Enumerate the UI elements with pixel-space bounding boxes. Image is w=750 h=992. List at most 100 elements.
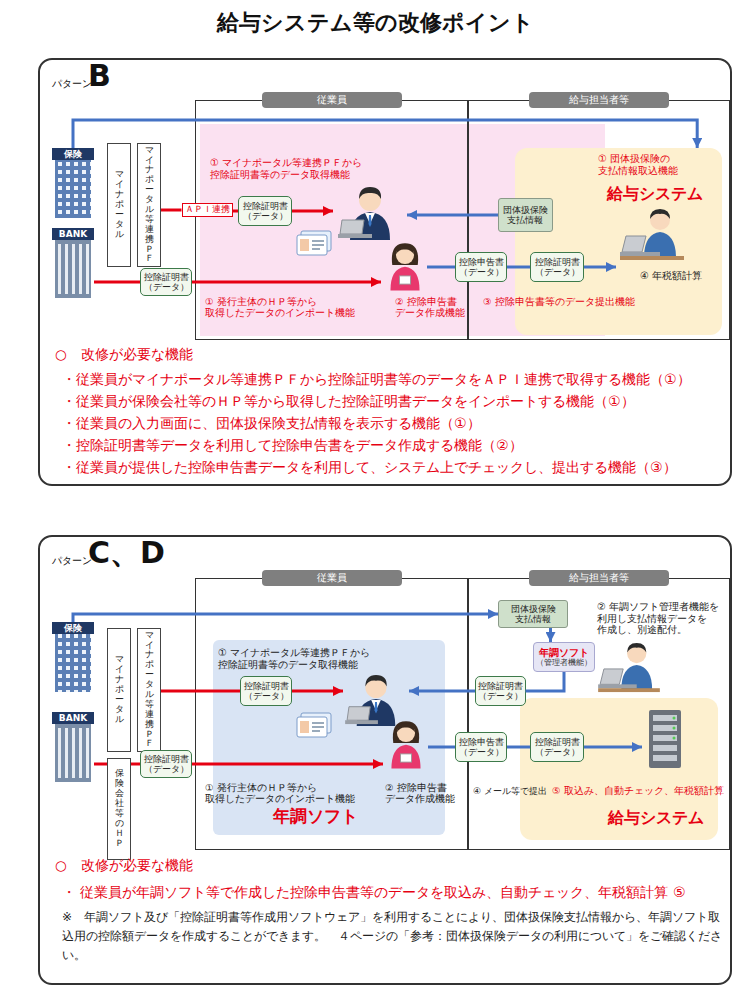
region-node: 従業員年調ソフト控除証明書（データ） [195,578,468,850]
people-illustration [390,243,419,290]
callout-text: ・従業員が保険会社等のＨＰ等から取得した控除証明書データをインポートする機能（①… [62,393,635,409]
yel-node: 給与システム控除証明書（データ） [520,698,718,840]
flow-arrows [584,746,642,749]
box-text: 控除証明書 [535,257,580,267]
panel-text: パターン [52,555,92,567]
box-text: 控除証明書 [144,272,189,282]
box-node: 控除申告書（データ） [455,732,507,762]
building-icons [55,160,91,218]
box-text: （データ） [535,267,580,277]
box-text: 控除申告書 [459,737,504,747]
callout-text: ② 控除申告書 データ作成機能 [395,297,465,319]
connector [73,614,498,622]
building-icons [55,724,91,782]
box-text: 控除証明書 [478,681,523,691]
box-node: 控除証明書（データ） [530,732,584,762]
flow-arrows [427,266,455,269]
box-text: （データ） [459,747,504,757]
panel-text: B [88,58,111,94]
people-illustration [297,231,331,255]
note-text: ① マイナポータル等連携ＰＦから 控除証明書等のデータ取得機能 [218,647,376,670]
soft-text: 年調ソフト [539,647,589,659]
region-text: 従業員 [262,570,402,586]
bldg-node: 保険 [52,148,94,218]
vbox-node: マイナポータル [107,143,131,267]
people-illustration [620,209,684,260]
vbox-text: 保険会社等のＨＰ [115,769,124,848]
connector [73,120,697,148]
building-icons [55,728,91,778]
note-text: ※ 年調ソフト及び「控除証明書等作成用ソフトウェア」を利用することにより、団体扱… [62,908,722,966]
bldg-node: BANK [52,712,94,782]
box-node: 控除証明書（データ） [238,196,292,226]
vbox-node: マイナポータル等連携ＰＦ [137,143,161,267]
building-icons [55,634,91,692]
connector [507,266,530,269]
box-text: （データ） [244,691,289,701]
vbox-node: 保険会社等のＨＰ [107,758,131,860]
box-node: 控除証明書（データ） [530,252,584,282]
building-icons [55,634,91,692]
gbox-node: 団体扱保険 支払情報 [498,198,553,232]
building-icons [55,240,91,298]
flow-arrows [292,690,343,693]
gbox-text: 団体扱保険 支払情報 [501,205,550,226]
panel-text: C、D [88,535,165,571]
box-text: 控除証明書 [243,201,288,211]
callout-text: ③ 控除申告書等のデータ提出機能 [483,297,635,308]
box-text: （データ） [144,764,189,774]
callout-text: ・従業員の入力画面に、団体扱保険支払情報を表示する機能（①） [62,415,481,431]
api-node: ＡＰＩ連携 [182,203,233,217]
gbox-text: 団体扱保険 支払情報 [509,604,558,625]
building-icons [55,244,91,294]
bldg-text: 保険 [52,148,94,160]
panel-text: パターン [52,78,92,90]
bldg-text: 保険 [52,622,94,634]
connector [131,763,140,766]
connector [507,746,530,749]
vbox-node: マイナポータル等連携ＰＦ [137,628,161,752]
api-text: ＡＰＩ連携 [185,205,230,215]
flow-arrows [409,690,475,693]
callout-text: ・従業員が提供した控除申告書データを利用して、システム上でチェックし、提出する機… [62,459,677,475]
page-title: 給与システム等の改修ポイント [0,10,750,36]
people-illustration [649,710,681,768]
note-text: ① 発行主体のＨＰ等から 取得したデータのインポート機能 [205,783,351,805]
note-text: ④ 年税額計算 [640,270,702,282]
box-node: 控除証明書（データ） [140,750,192,778]
connector [161,209,182,212]
people-illustration [391,721,420,768]
callout-text: ⑤ 取込み、自動チェック、年税額計算 [552,786,724,797]
callout-text: ・従業員がマイナポータル等連携ＰＦから控除証明書等のデータをＡＰＩ連携で取得する… [62,371,691,387]
flow-arrows [192,763,383,766]
building-icons [55,160,91,218]
region-text: 給与担当者等 [529,570,669,586]
people-illustration [598,643,660,692]
note-text: ④ メール等で提出 [473,786,547,796]
yel-text: 給与システム [607,184,703,203]
flow-arrows [584,266,616,269]
box-text: （データ） [243,211,288,221]
box-node: 控除証明書（データ） [140,268,192,296]
callout-text: ① 団体扱保険の 支払情報取込機能 [598,153,682,176]
flow-arrows [292,210,333,213]
people-illustration [338,187,390,240]
note-text: ② 控除申告書 データ作成機能 [385,783,455,805]
people-illustration [345,675,395,726]
callout-text: ・ 従業員が年調ソフト等で作成した控除申告書等のデータを取込み、自動チェック、年… [62,884,685,900]
box-text: 控除証明書 [144,754,189,764]
callout-text: ○ 改修が必要な機能 [55,347,193,363]
region-text: 従業員 [262,92,402,108]
box-text: （データ） [535,747,580,757]
connector [526,672,565,691]
box-text: 控除証明書 [244,681,289,691]
vbox-text: マイナポータル [115,170,124,239]
box-text: 控除申告書 [459,257,504,267]
bldg-node: BANK [52,228,94,298]
box-node: 控除申告書（データ） [455,252,507,282]
vbox-node: マイナポータル [107,628,131,752]
bldg-text: BANK [52,228,94,240]
vbox-text: マイナポータル等連携ＰＦ [145,146,154,265]
note-text: ② 年調ソフト管理者機能を 利用し支払情報データを 作成し、別途配付。 [597,601,723,636]
